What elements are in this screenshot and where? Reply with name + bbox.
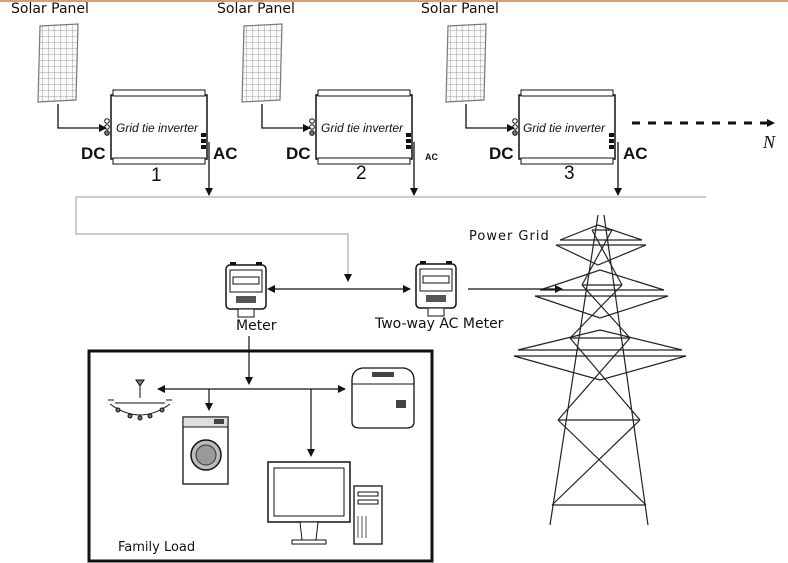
ac-bus-down — [75, 197, 352, 282]
ac-label-1: AC — [213, 144, 238, 163]
meter-icon — [225, 261, 267, 318]
meter-label: Meter — [236, 318, 277, 334]
inverter-1-label: Grid tie inverter — [116, 121, 199, 135]
washing-machine-icon — [182, 416, 229, 485]
solar-panel-2-label: Solar Panel — [217, 1, 295, 17]
dc-connector-1 — [57, 104, 107, 132]
solar-panel-3-icon — [445, 23, 487, 103]
dc-label-3: DC — [489, 144, 514, 163]
dc-connector-2 — [261, 104, 311, 132]
rice-cooker-icon — [351, 367, 415, 429]
power-grid-tower-icon — [513, 214, 687, 526]
computer-icon — [267, 461, 383, 545]
solar-panel-3-label: Solar Panel — [421, 1, 499, 17]
two-way-ac-meter-label: Two-way AC Meter — [375, 316, 504, 332]
power-grid-label: Power Grid — [469, 229, 550, 244]
dc-label-2: DC — [286, 144, 311, 163]
inverter-2-number: 2 — [356, 163, 367, 184]
inverter-3-label: Grid tie inverter — [523, 121, 606, 135]
ac-label-3: AC — [623, 144, 648, 163]
family-load-label: Family Load — [118, 540, 196, 555]
solar-panel-2-icon — [241, 23, 283, 103]
inverter-1-number: 1 — [151, 165, 162, 186]
two-way-ac-meter-icon — [415, 260, 457, 317]
ac-label-2: AC — [425, 152, 438, 162]
continuation-n-label: N — [763, 132, 776, 152]
family-load-box — [87, 349, 434, 563]
chandelier-icon — [108, 379, 172, 421]
dc-connector-3 — [465, 104, 515, 132]
solar-panel-1-icon — [37, 23, 79, 103]
inverter-3-number: 3 — [564, 163, 575, 184]
top-rule — [0, 0, 788, 2]
inverter-2-label: Grid tie inverter — [321, 121, 404, 135]
dc-label-1: DC — [81, 144, 106, 163]
solar-panel-1-label: Solar Panel — [11, 1, 89, 17]
